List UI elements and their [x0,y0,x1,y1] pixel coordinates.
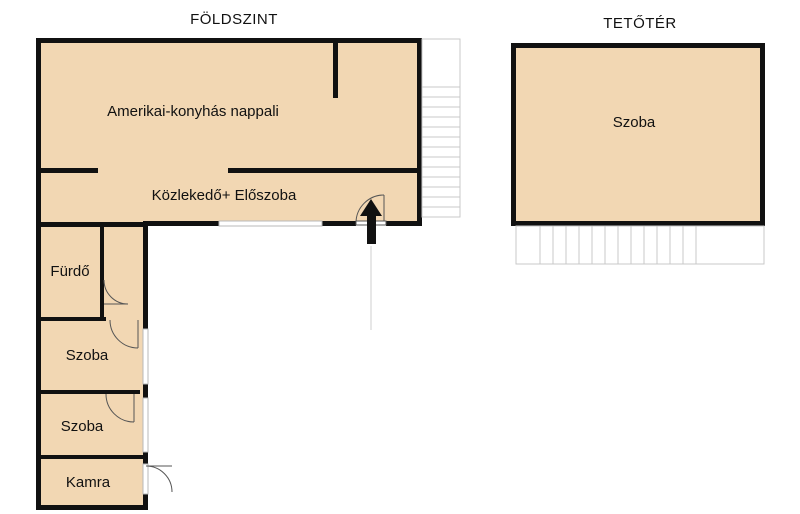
room1-window [142,328,149,385]
ground-floor-area [37,39,422,509]
entrance-arrow-icon [360,199,382,330]
windows [142,220,323,495]
room-label-pantry: Kamra [66,474,111,491]
attic-area [511,43,765,226]
pantry-door [145,465,173,493]
room-label-room2: Szoba [61,418,104,435]
attic-floor-title: TETŐTÉR [603,15,677,32]
ground-floor-walls [36,38,422,510]
room-label-attic: Szoba [613,114,656,131]
pantry-window [142,463,149,495]
room2-window [142,397,149,453]
room-label-bath: Fürdő [50,263,89,280]
room2-door [105,393,135,423]
attic-stairs [515,225,765,265]
ground-stairs [421,38,461,218]
hall-window [218,220,323,227]
room-label-living: Amerikai-konyhás nappali [107,103,279,120]
room-label-room1: Szoba [66,347,109,364]
ground-floor-title: FÖLDSZINT [190,10,278,28]
room-label-hall: Közlekedő+ Előszoba [152,187,297,204]
room1-door [109,319,139,349]
bath-door [103,279,129,305]
